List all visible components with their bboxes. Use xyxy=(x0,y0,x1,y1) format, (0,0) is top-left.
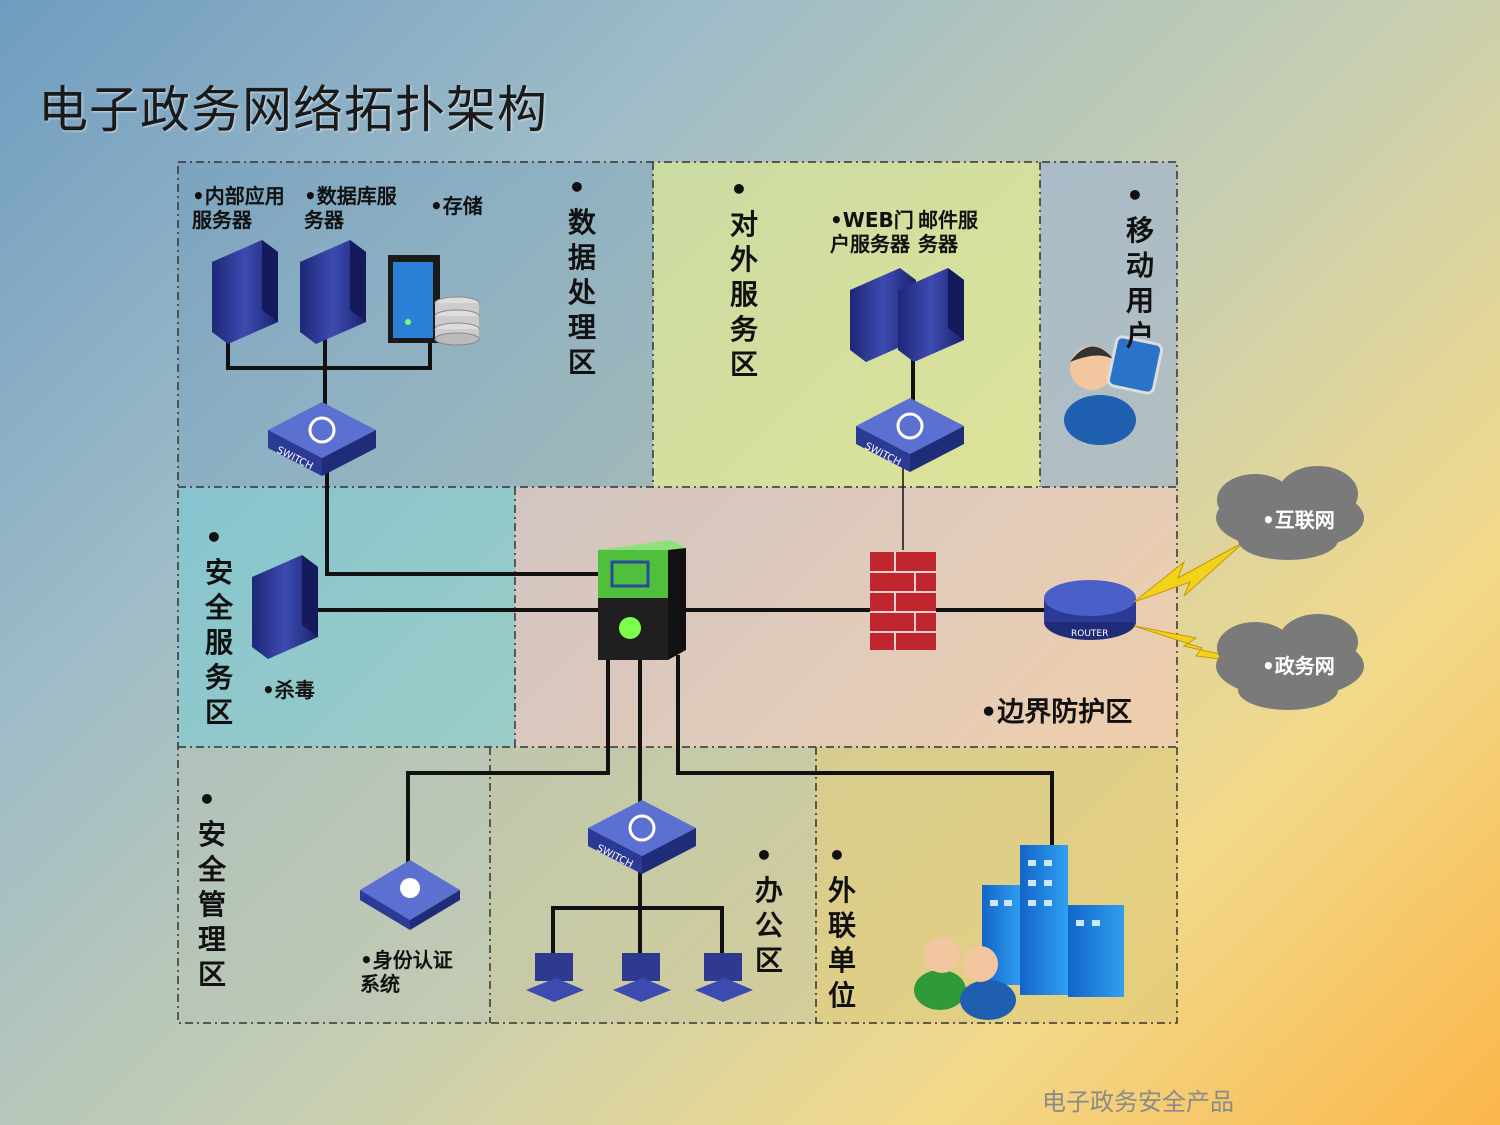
firewall-icon xyxy=(870,552,936,650)
office-pc-icon-1 xyxy=(526,953,584,1002)
building-icon xyxy=(982,845,1124,997)
switch-icon-office: SWITCH xyxy=(588,800,696,874)
switch-icon-external-zone: SWITCH xyxy=(856,398,964,472)
mail-server-icon xyxy=(898,268,964,362)
router-text: ROUTER xyxy=(1071,629,1108,639)
footer-text: 电子政务安全产品 xyxy=(1042,1088,1234,1116)
internal-app-server-icon xyxy=(212,240,278,344)
cloud-govnet-icon xyxy=(1216,614,1364,710)
people-icon xyxy=(914,937,1016,1020)
zone-label-security-service: •安全服务区 xyxy=(205,521,234,729)
zone-label-office: •办公区 xyxy=(755,839,784,977)
zone-label-external-service: •对外服务区 xyxy=(730,173,759,381)
label-web-portal-server: •WEB门户服务器 xyxy=(830,208,914,256)
db-server-icon xyxy=(300,240,366,344)
zone-label-mobile-users: •移动用户 xyxy=(1126,179,1155,352)
cloud-label-internet: •互联网 xyxy=(1262,508,1335,532)
identity-auth-icon xyxy=(360,860,460,930)
cloud-label-govnet: •政务网 xyxy=(1262,654,1335,678)
storage-icon xyxy=(388,255,480,346)
zone-label-data-processing: •数据处理区 xyxy=(568,171,597,379)
zone-label-external-units: •外联单位 xyxy=(828,839,857,1012)
page-title: 电子政务网络拓扑架构 xyxy=(38,81,548,139)
label-antivirus: •杀毒 xyxy=(262,678,315,702)
label-storage: •存储 xyxy=(430,194,483,218)
label-db-server: •数据库服务器 xyxy=(304,184,397,232)
zone-security-service xyxy=(178,487,515,747)
cloud-internet-icon xyxy=(1216,466,1364,560)
router-icon: ROUTER xyxy=(1044,580,1136,640)
office-pc-icon-3 xyxy=(695,953,753,1002)
zone-external-service xyxy=(653,162,1040,487)
label-internal-app-server: •内部应用服务器 xyxy=(192,184,285,232)
label-mail-server: 邮件服务器 xyxy=(918,208,978,256)
office-pc-icon-2 xyxy=(613,953,671,1002)
label-identity-auth: •身份认证系统 xyxy=(360,948,453,996)
zone-label-security-management: •安全管理区 xyxy=(198,783,227,991)
core-switch-icon xyxy=(598,540,686,660)
mobile-user-icon xyxy=(1064,335,1164,445)
antivirus-server-icon xyxy=(252,555,318,659)
zone-label-boundary: •边界防护区 xyxy=(980,697,1133,728)
